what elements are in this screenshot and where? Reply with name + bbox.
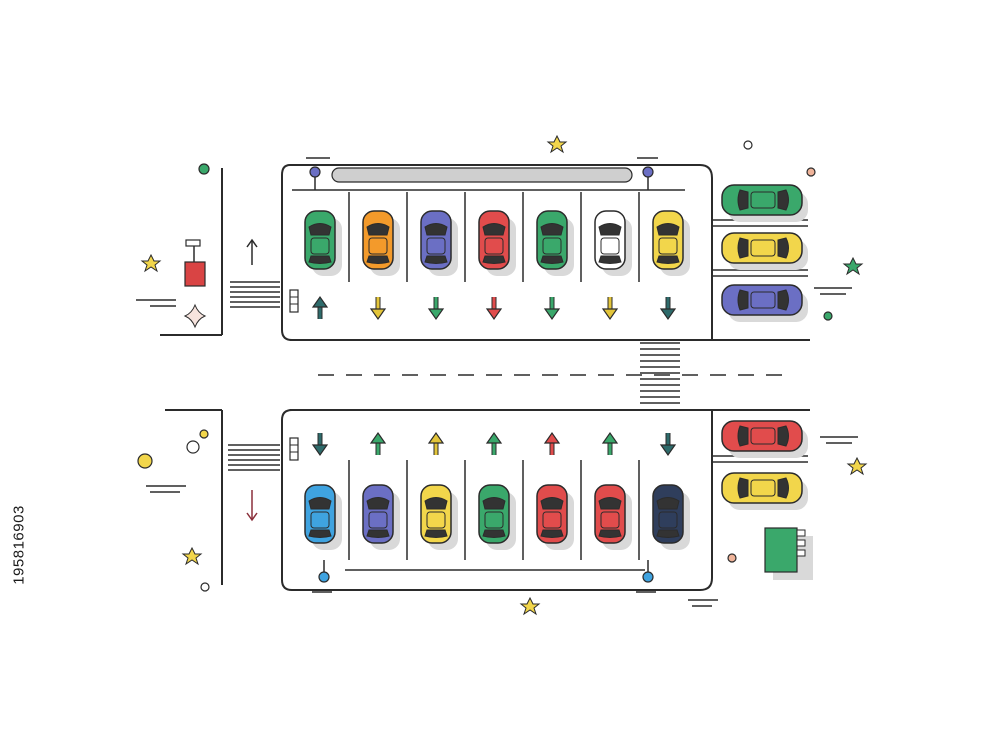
bottom-lot-right-edge xyxy=(699,410,713,591)
stock-id-text: 195816903 xyxy=(10,505,28,585)
top-lot-right-edge xyxy=(699,164,713,340)
top-lot-arrow-down-icon xyxy=(427,297,445,321)
top-lot-car-1 xyxy=(304,210,342,276)
bottom-lot-arrow-up-icon xyxy=(543,431,561,455)
lamp-post-icon xyxy=(636,560,656,593)
top-lot-car-2 xyxy=(362,210,400,276)
top-lot-car-3 xyxy=(420,210,458,276)
bottom-lot-car-1 xyxy=(304,484,342,550)
road-arrow-up-icon xyxy=(246,238,258,265)
bottom-lot-arrow-up-icon xyxy=(485,431,503,455)
top-lot-car-5 xyxy=(536,210,574,276)
lamp-post-icon xyxy=(637,157,658,190)
speed-lines xyxy=(136,287,858,607)
street-car-4 xyxy=(721,420,808,458)
bottom-lot-arrow-up-icon xyxy=(601,431,619,455)
street-car-3 xyxy=(721,284,808,322)
bottom-lot-arrow-up-icon xyxy=(369,431,387,455)
bottom-lot-car-2 xyxy=(362,484,400,550)
crosswalk-center xyxy=(640,342,680,404)
top-lot-car-6 xyxy=(594,210,632,276)
top-lot-barrier xyxy=(331,167,633,183)
crosswalk-left-top xyxy=(230,281,280,308)
star-icon xyxy=(140,134,868,616)
bottom-lot-car-7 xyxy=(652,484,690,550)
top-lot-arrow-down-icon xyxy=(485,297,503,321)
top-lot-arrow-down-icon xyxy=(543,297,561,321)
bottom-lot-car-4 xyxy=(478,484,516,550)
parking-meter-icon xyxy=(289,437,299,461)
ticket-kiosk-icon xyxy=(764,527,813,580)
sparkle-icon xyxy=(183,303,207,329)
bottom-lot-arrow-up-icon xyxy=(427,431,445,455)
crosswalk-left-bottom xyxy=(228,444,280,471)
bottom-lot-car-3 xyxy=(420,484,458,550)
bottom-lot-arrow-down-icon xyxy=(311,433,329,457)
decorative-dots xyxy=(137,140,833,592)
top-lot-arrow-up-icon xyxy=(311,295,329,319)
bottom-lot-left-edge xyxy=(281,409,293,591)
top-lot-arrow-down-icon xyxy=(601,297,619,321)
top-lot-left-edge xyxy=(281,164,293,341)
stock-id-watermark: 195816903 xyxy=(6,465,32,625)
lamp-post-icon xyxy=(312,560,332,593)
bottom-lot-car-5 xyxy=(536,484,574,550)
top-lot-car-7 xyxy=(652,210,690,276)
star-icon xyxy=(842,256,864,276)
parking-sign-icon xyxy=(184,239,206,287)
street-car-1 xyxy=(721,184,808,222)
parking-meter-icon xyxy=(289,289,299,313)
top-lot-car-4 xyxy=(478,210,516,276)
bottom-lot-arrow-down-icon xyxy=(659,433,677,457)
lamp-post-icon xyxy=(306,157,330,190)
street-car-5 xyxy=(721,472,808,510)
bottom-lot-car-6 xyxy=(594,484,632,550)
street-car-2 xyxy=(721,232,808,270)
top-lot-arrow-down-icon xyxy=(659,297,677,321)
top-lot-arrow-down-icon xyxy=(369,297,387,321)
road-arrow-down-icon xyxy=(246,490,258,522)
